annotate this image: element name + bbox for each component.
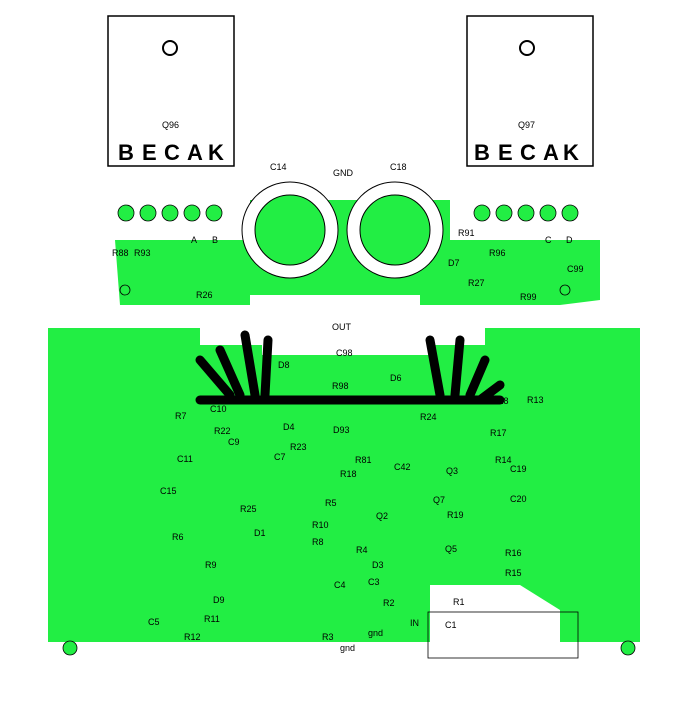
component-label-d1: D1 <box>254 528 266 538</box>
component-label-r18: R18 <box>340 469 357 479</box>
component-label-r81: R81 <box>355 455 372 465</box>
component-label-r88: R88 <box>112 248 129 258</box>
svg-text:B: B <box>474 140 490 165</box>
transistor-q96: Q96 B E C A K <box>107 15 235 167</box>
component-label-c10: C10 <box>210 404 227 414</box>
component-label-c3: C3 <box>368 577 380 587</box>
component-label-r93: R93 <box>134 248 151 258</box>
in-label: IN <box>410 618 419 628</box>
component-label-q7: Q7 <box>433 495 445 505</box>
component-label-r5: R5 <box>325 498 337 508</box>
component-label-r25: R25 <box>240 504 257 514</box>
component-label-r17: R17 <box>490 428 507 438</box>
component-label-c9: C9 <box>228 437 240 447</box>
component-label-c18: C18 <box>492 396 509 406</box>
component-label-d4: D4 <box>283 422 295 432</box>
component-label-r3: R3 <box>322 632 334 642</box>
gnd-bottom-label: gnd <box>340 643 355 653</box>
component-label-q2: Q2 <box>376 511 388 521</box>
component-label-r98: R98 <box>332 381 349 391</box>
component-label-c1: C1 <box>445 620 457 630</box>
component-label-c20: C20 <box>510 494 527 504</box>
component-label-r96: R96 <box>489 248 506 258</box>
component-label-r9: R9 <box>205 560 217 570</box>
component-label-r22: R22 <box>214 426 231 436</box>
component-label-r99: R99 <box>520 292 537 302</box>
pads <box>62 204 636 656</box>
svg-text:A: A <box>543 140 559 165</box>
component-label-r11: R11 <box>204 614 220 624</box>
component-label-r19: R19 <box>447 510 464 520</box>
svg-text:K: K <box>208 140 224 165</box>
component-label-c4: C4 <box>334 580 346 590</box>
component-label-r7: R7 <box>175 411 187 421</box>
component-label-c5: C5 <box>148 617 160 627</box>
component-label-r6: R6 <box>172 532 184 542</box>
node-c-label: C <box>545 235 552 245</box>
q97-label: Q97 <box>518 120 535 130</box>
ground-pour <box>48 328 640 642</box>
component-label-r12: R12 <box>184 632 201 642</box>
component-label-r24: R24 <box>420 412 437 422</box>
component-label-r91: R91 <box>458 228 475 238</box>
q96-label: Q96 <box>162 120 179 130</box>
svg-text:K: K <box>563 140 579 165</box>
node-d-label: D <box>566 235 573 245</box>
node-a-label: A <box>191 235 197 245</box>
component-label-d7: D7 <box>448 258 460 268</box>
component-label-q5: Q5 <box>445 544 457 554</box>
component-label-c7: C7 <box>274 452 286 462</box>
component-label-r2: R2 <box>383 598 395 608</box>
gnd-mid-label: gnd <box>368 628 383 638</box>
component-label-r27: R27 <box>468 278 485 288</box>
component-label-d93: D93 <box>333 425 350 435</box>
gnd-top-label: GND <box>333 168 354 178</box>
node-b-label: B <box>212 235 218 245</box>
output-traces <box>195 330 505 405</box>
c18-label: C18 <box>390 162 407 172</box>
component-label-d9: D9 <box>213 595 225 605</box>
component-label-c19: C19 <box>510 464 527 474</box>
component-label-d6: D6 <box>390 373 402 383</box>
component-label-d8: D8 <box>278 360 290 370</box>
component-label-r23: R23 <box>290 442 307 452</box>
c14-label: C14 <box>270 162 287 172</box>
component-label-r1: R1 <box>453 597 465 607</box>
component-label-r10: R10 <box>312 520 329 530</box>
svg-text:C: C <box>520 140 536 165</box>
component-label-r16: R16 <box>505 548 522 558</box>
component-label-r26: R26 <box>196 290 213 300</box>
component-label-c15: C15 <box>160 486 177 496</box>
svg-text:B: B <box>118 140 134 165</box>
component-label-q3: Q3 <box>446 466 458 476</box>
svg-text:E: E <box>142 140 157 165</box>
svg-text:C: C <box>164 140 180 165</box>
out-label: OUT <box>332 322 352 332</box>
component-label-c99: C99 <box>567 264 584 274</box>
svg-text:E: E <box>498 140 513 165</box>
transistor-q97: Q97 B E C A K <box>466 15 594 167</box>
component-label-c11: C11 <box>177 454 193 464</box>
component-label-r14: R14 <box>495 455 512 465</box>
component-label-d3: D3 <box>372 560 384 570</box>
component-label-r8: R8 <box>312 537 324 547</box>
component-label-r13: R13 <box>527 395 544 405</box>
component-label-r4: R4 <box>356 545 368 555</box>
component-label-r15: R15 <box>505 568 522 578</box>
component-label-c98: C98 <box>336 348 353 358</box>
svg-text:A: A <box>187 140 203 165</box>
component-label-c42: C42 <box>394 462 411 472</box>
